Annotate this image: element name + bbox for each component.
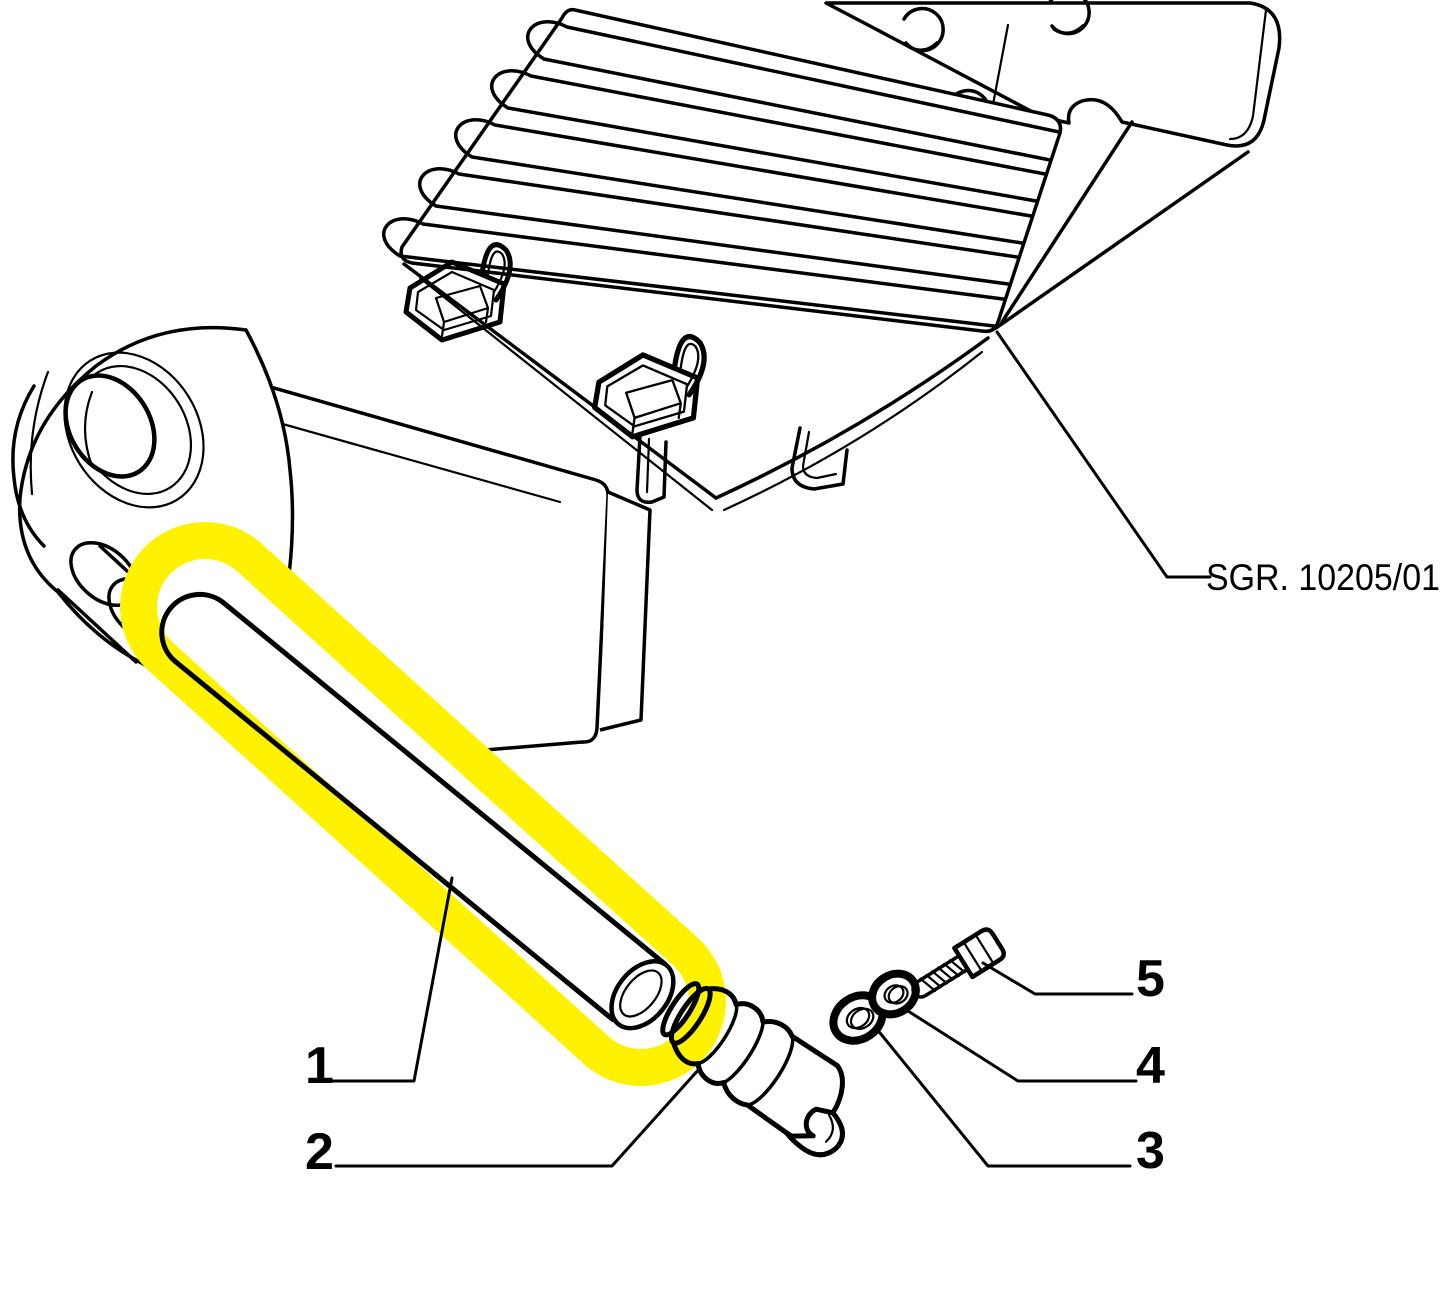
- highlight-inner: [157, 559, 689, 1049]
- clip-block: [434, 284, 490, 338]
- housing-crease-line: [238, 410, 562, 504]
- duct-edge-line: [1000, 120, 1134, 324]
- u-hook: [790, 426, 849, 491]
- callout-1: 1: [305, 1037, 334, 1095]
- strap-clip-inner: [645, 437, 651, 494]
- bolt: [911, 927, 1006, 999]
- leader-line-5: [981, 961, 1134, 996]
- callout-4: 4: [1136, 1037, 1165, 1095]
- clip-ear-inner: [679, 342, 700, 388]
- washer-hole-depth: [849, 1007, 875, 1030]
- washer-outer: [868, 969, 920, 1019]
- tray-edge-line: [994, 150, 1250, 330]
- clip-loop: [403, 259, 507, 343]
- sleeve-neck-ring: [660, 981, 702, 1038]
- reference-label: SGR. 10205/01: [1206, 557, 1440, 598]
- cover-rib: [490, 69, 1047, 203]
- bolt-head: [952, 927, 1006, 980]
- leader-line-1: [328, 876, 454, 1083]
- clip-loop: [592, 352, 701, 440]
- flange-edge-right: [714, 336, 990, 500]
- leader-line-reference: [995, 330, 1212, 579]
- elbow-collar: [11, 384, 46, 548]
- leader-lines: [328, 330, 1212, 1168]
- bolt-threads: [919, 959, 966, 992]
- washer-small: [868, 969, 920, 1019]
- elbow-opening-accent: [83, 390, 94, 468]
- spring-clip: [403, 242, 513, 343]
- flange-hooks: [635, 426, 849, 504]
- hose-bore: [619, 969, 663, 1018]
- intake-hose: [159, 591, 676, 1031]
- strap-clip: [635, 434, 668, 504]
- cover-rib: [382, 217, 1005, 328]
- corrugated-sleeve: [660, 981, 845, 1158]
- bracket-edge-thickness: [1228, 8, 1268, 141]
- clip-loop-inner: [604, 364, 689, 428]
- cover-rib: [526, 20, 1061, 162]
- hose-opening: [609, 959, 676, 1031]
- housing-side-face: [599, 490, 652, 732]
- sleeve-top-edge: [705, 986, 840, 1069]
- clip-loop-inner: [414, 270, 496, 332]
- elbow-collar-inner: [29, 370, 50, 496]
- callout-2: 2: [305, 1123, 334, 1181]
- hose-end-cap: [159, 591, 227, 665]
- u-hook-inner: [801, 430, 838, 480]
- bracket-hole-icon: [1048, 0, 1091, 36]
- bolt-head-facets: [962, 933, 995, 973]
- bracket-hole-icon: [902, 6, 945, 53]
- sleeve-cut-end: [784, 1063, 845, 1139]
- sleeve-lip-inner: [824, 1113, 834, 1143]
- callout-5: 5: [1136, 950, 1165, 1008]
- elbow-ring: [63, 351, 205, 509]
- sleeve-bottom-edge: [670, 1040, 790, 1136]
- washer-hole: [883, 984, 905, 1004]
- flange-thickness-right: [722, 350, 984, 512]
- sleeve-lip: [784, 1110, 845, 1158]
- highlight-ring: [120, 522, 726, 1086]
- washer-hole-depth: [887, 985, 909, 1005]
- leader-line-4: [906, 1009, 1138, 1083]
- clip-ear-inner: [486, 250, 506, 294]
- hose-walls: [173, 600, 668, 1023]
- duct-edges: [994, 120, 1250, 330]
- spring-clip: [592, 334, 707, 440]
- leader-line-3: [874, 1026, 1132, 1168]
- cover-rib: [454, 118, 1033, 245]
- washer-hole: [845, 1006, 871, 1030]
- ribbed-cover: [382, 7, 1063, 334]
- sleeve-ridge-lines: [696, 1002, 795, 1107]
- clip-block: [625, 378, 682, 434]
- cover-rib: [418, 167, 1019, 286]
- callout-3: 3: [1136, 1122, 1165, 1180]
- leader-line-2: [334, 1066, 702, 1168]
- cover-panel: [399, 7, 1063, 334]
